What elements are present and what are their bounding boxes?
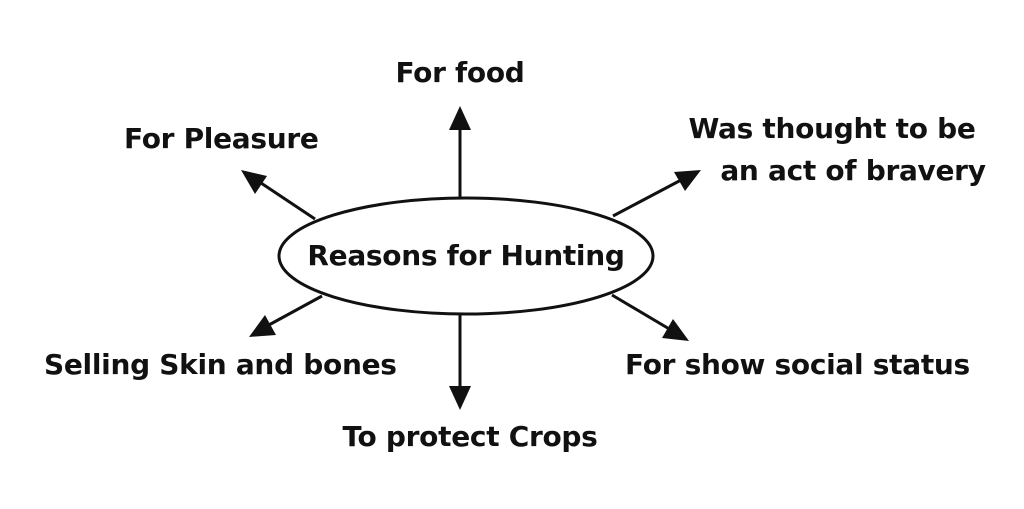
arrow-upper-left-line <box>257 179 316 221</box>
arrow-lower-right-head <box>662 319 689 341</box>
branch-label-selling-skin: Selling Skin and bones <box>44 348 397 381</box>
branch-label-social-status: For show social status <box>625 348 970 381</box>
center-label: Reasons for Hunting <box>307 239 625 272</box>
arrow-upper-right-line <box>612 177 684 218</box>
arrow-upper-left-head <box>241 170 267 194</box>
branch-label-bravery-line2: an act of bravery <box>720 154 986 187</box>
arrow-upper-right-head <box>674 170 701 191</box>
arrow-lower-left-line <box>266 294 323 328</box>
branch-label-for-pleasure: For Pleasure <box>124 122 319 155</box>
arrow-lower-left-head <box>249 315 276 337</box>
branch-label-protect-crops: To protect Crops <box>342 420 598 453</box>
arrow-lower-right-line <box>611 293 672 332</box>
arrow-up-head <box>449 106 471 130</box>
branch-label-bravery-line1: Was thought to be <box>688 112 976 145</box>
branch-label-for-food: For food <box>395 56 525 89</box>
center-ellipse <box>277 196 655 316</box>
arrow-down-head <box>449 386 471 410</box>
